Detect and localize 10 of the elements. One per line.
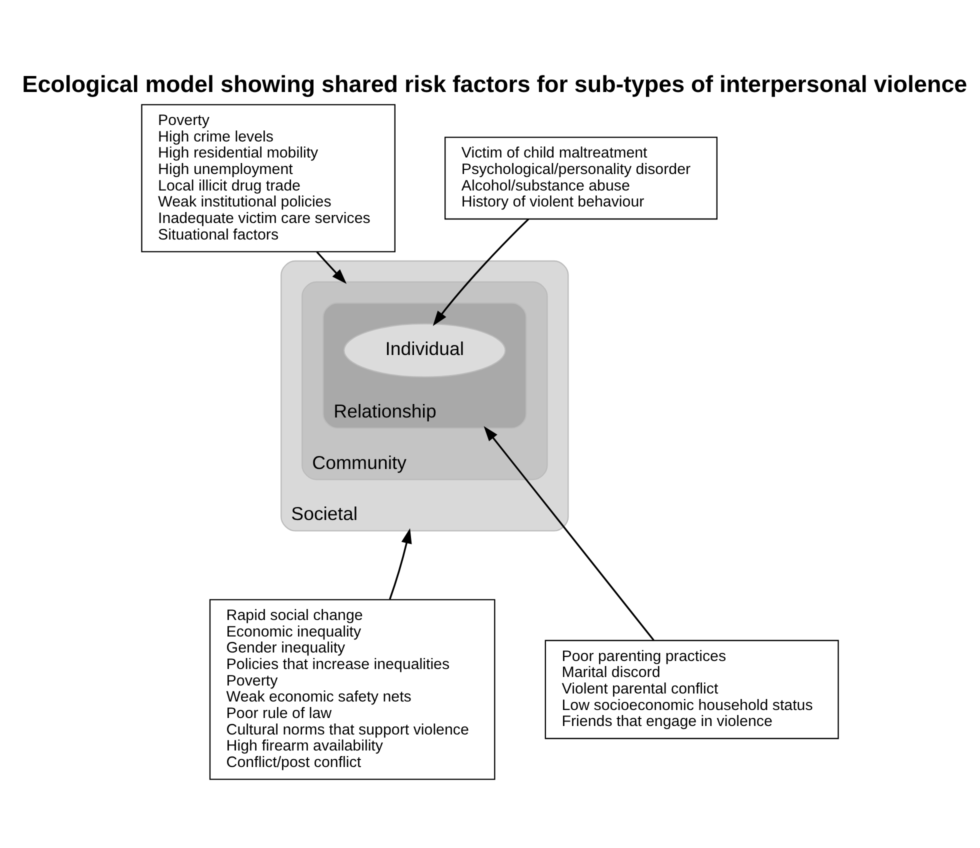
node-ellipse: Individual (343, 322, 506, 378)
arrow (432, 218, 530, 326)
node-box: Poverty High crime levels High residential mobility High unemployment Local illicit drug trade Weak institutional policies Inadequate victim care services Situational factors (141, 104, 396, 252)
arrow (316, 250, 347, 284)
node-box: Victim of child maltreatment Psychological/personality disorder Alcohol/substance abuse History of violent behaviour (444, 136, 718, 220)
arrow (484, 426, 654, 640)
arrow (389, 528, 412, 600)
node-box: Poor parenting practices Marital discord Violent parental conflict Low socioeconomic household status Friends that engage in violence (544, 639, 839, 739)
diagram-title: Ecological model showing shared risk factors for sub-types of interpersonal violence (22, 70, 968, 96)
node-box: Rapid social change Economic inequality Gender inequality Policies that increase inequalities Poverty Weak economic safety nets Poor rule of law Cultural norms that support violence High firearm availability Conflict/post conflict (209, 598, 496, 780)
